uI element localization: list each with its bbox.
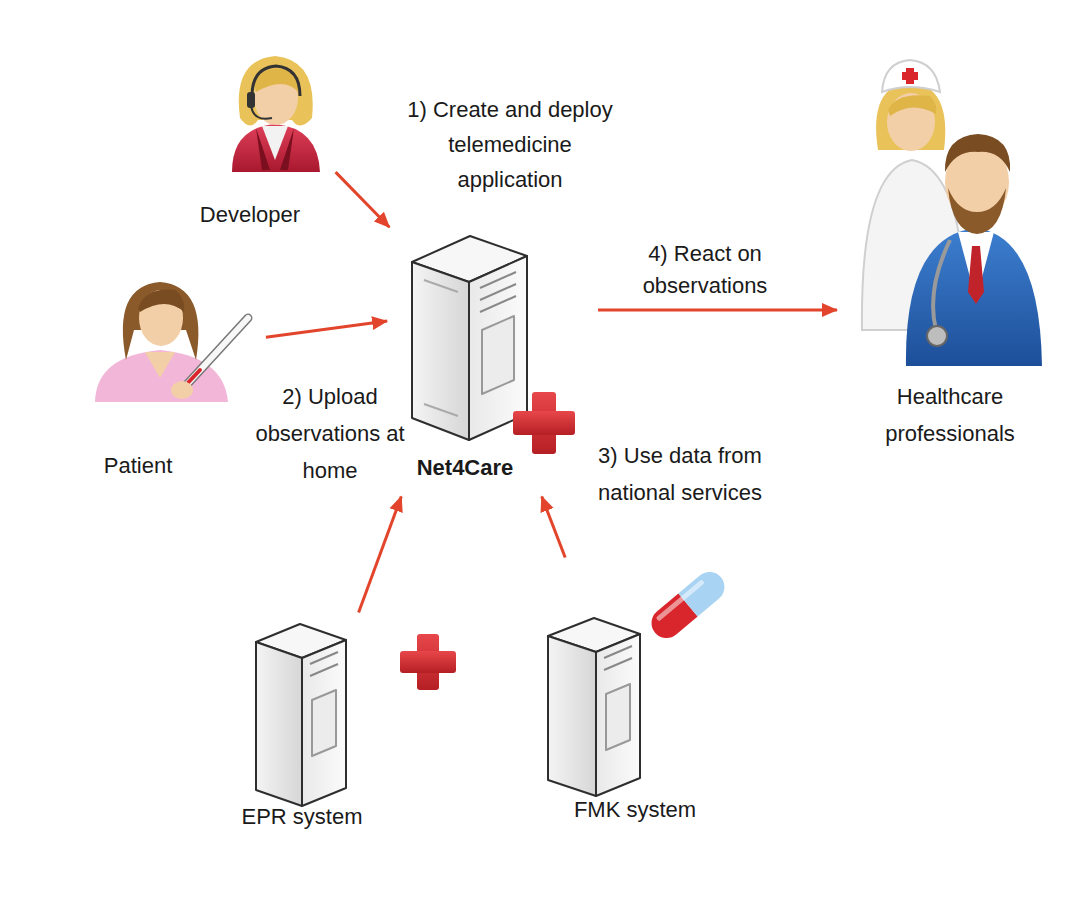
server-icon: [606, 684, 630, 750]
icon-node: Net4Care: [395, 232, 590, 489]
nurse-icon: [888, 95, 936, 116]
server-icon: [412, 262, 469, 440]
server-icon: [596, 634, 640, 796]
developer-icon: [256, 128, 294, 170]
patient-icon: [123, 282, 199, 360]
pill-symbol: [645, 566, 730, 644]
server-icon: [480, 296, 516, 312]
arrow-connector: [266, 321, 387, 337]
patient-icon: [180, 318, 248, 392]
cross-symbol: [513, 411, 575, 435]
doctor-icon: [968, 246, 984, 304]
node-label: Developer: [170, 196, 330, 233]
developer-icon: [239, 56, 313, 126]
doctor-icon: [948, 188, 1006, 234]
developer-icon: [262, 126, 288, 160]
doctor-icon: [906, 134, 1042, 366]
server-icon: [548, 618, 640, 796]
node-label: Net4Care: [395, 449, 535, 486]
server-icon: [256, 642, 302, 806]
pill-symbol: [678, 566, 730, 617]
server-icon: [302, 640, 346, 806]
patient-icon: [138, 289, 184, 312]
edge-label: 2) Upload observations at home: [241, 378, 419, 489]
server-icon: [604, 658, 632, 670]
doctor-icon: [945, 134, 1010, 172]
server-icon: [424, 404, 458, 416]
edge-label: 1) Create and deploy telemedicine applic…: [395, 92, 625, 197]
edge-label: 4) React on observations: [623, 238, 788, 302]
arrow-connector: [542, 497, 566, 558]
cross-symbol: [400, 634, 456, 690]
patient-icon: [95, 282, 248, 402]
icon-node: Healthcare professionals: [845, 55, 1055, 455]
developer-icon: [252, 66, 300, 96]
node-label: Patient: [68, 447, 208, 484]
node-label: EPR system: [212, 798, 392, 835]
patient-icon: [145, 352, 175, 378]
icon-node: Patient: [65, 280, 258, 487]
arrow-connector: [336, 172, 390, 227]
developer-icon: [232, 56, 320, 172]
arrow-connector: [598, 309, 837, 312]
server-icon: [256, 624, 346, 806]
server-icon: [548, 636, 596, 796]
patient-icon: [171, 381, 193, 399]
doctor-icon: [906, 228, 1042, 366]
icon-node: EPR system: [212, 620, 465, 840]
server-icon: [424, 280, 458, 292]
icon-node: FMK system: [540, 565, 728, 835]
server-icon: [482, 316, 514, 394]
doctor-icon: [933, 240, 950, 330]
step-label: 3) Use data from national services: [598, 437, 763, 511]
nurse-icon: [882, 60, 940, 92]
cross-symbol: [400, 651, 456, 673]
server-icon: [310, 664, 338, 676]
server-icon: [412, 236, 527, 440]
developer-icon: [232, 124, 320, 172]
node-label: FMK system: [545, 791, 725, 828]
node-label: Healthcare professionals: [860, 378, 1040, 452]
patient-icon: [180, 318, 248, 392]
arrow-connector: [359, 497, 402, 613]
developer-icon: [251, 106, 272, 119]
nurse-icon: [902, 72, 918, 80]
cross-symbol: [513, 392, 575, 454]
server-icon: [604, 646, 632, 658]
doctor-icon: [927, 326, 947, 346]
server-icon: [310, 652, 338, 664]
server-icon: [312, 690, 336, 756]
icon-node: Developer: [170, 40, 330, 236]
developer-icon: [247, 92, 255, 108]
nurse-icon: [876, 82, 945, 150]
pill-symbol: [656, 579, 705, 621]
